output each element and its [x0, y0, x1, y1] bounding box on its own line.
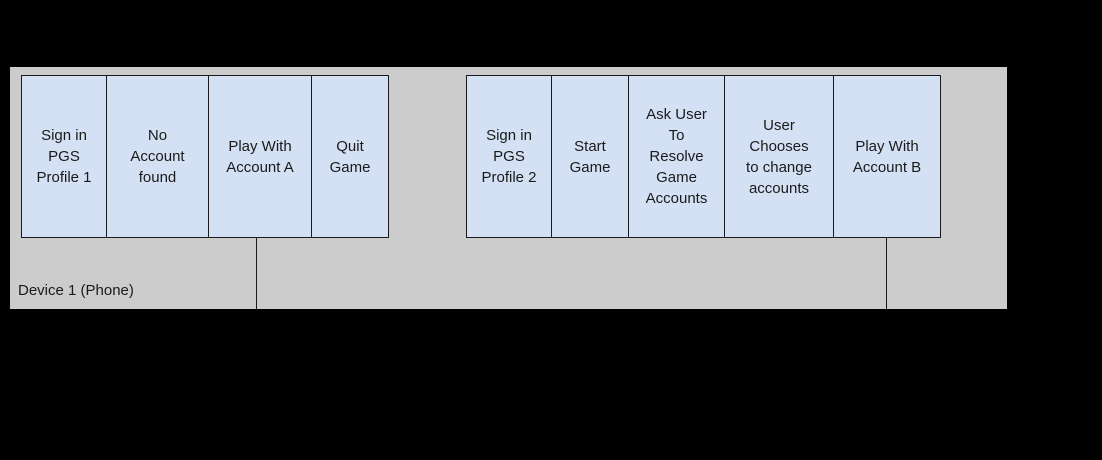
- step-label: Quit Game: [329, 137, 371, 176]
- step-label: Start Game: [569, 137, 611, 176]
- step-box-no-account-found[interactable]: No Account found: [106, 75, 209, 238]
- step-label: Play With Account A: [226, 137, 294, 176]
- step-box-user-chooses-to-change-accounts[interactable]: User Chooses to change accounts: [724, 75, 834, 238]
- swimlane-label-device-1: Device 1 (Phone): [18, 282, 134, 299]
- step-label: Play With Account B: [852, 137, 922, 176]
- step-label: Ask User To Resolve Game Accounts: [645, 106, 708, 207]
- step-label: Sign in PGS Profile 2: [481, 127, 537, 186]
- step-box-start-game[interactable]: Start Game: [551, 75, 629, 238]
- lifeline-group-1: [256, 238, 257, 309]
- step-box-sign-in-pgs-profile-2[interactable]: Sign in PGS Profile 2: [466, 75, 552, 238]
- step-box-sign-in-pgs-profile-1[interactable]: Sign in PGS Profile 1: [21, 75, 107, 238]
- step-box-ask-user-to-resolve-game-accounts[interactable]: Ask User To Resolve Game Accounts: [628, 75, 725, 238]
- step-label: User Chooses to change accounts: [746, 116, 812, 197]
- lifeline-group-2: [886, 238, 887, 309]
- step-label: No Account found: [130, 127, 185, 186]
- step-box-play-with-account-a[interactable]: Play With Account A: [208, 75, 312, 238]
- step-label: Sign in PGS Profile 1: [36, 127, 92, 186]
- step-box-play-with-account-b[interactable]: Play With Account B: [833, 75, 941, 238]
- step-box-quit-game[interactable]: Quit Game: [311, 75, 389, 238]
